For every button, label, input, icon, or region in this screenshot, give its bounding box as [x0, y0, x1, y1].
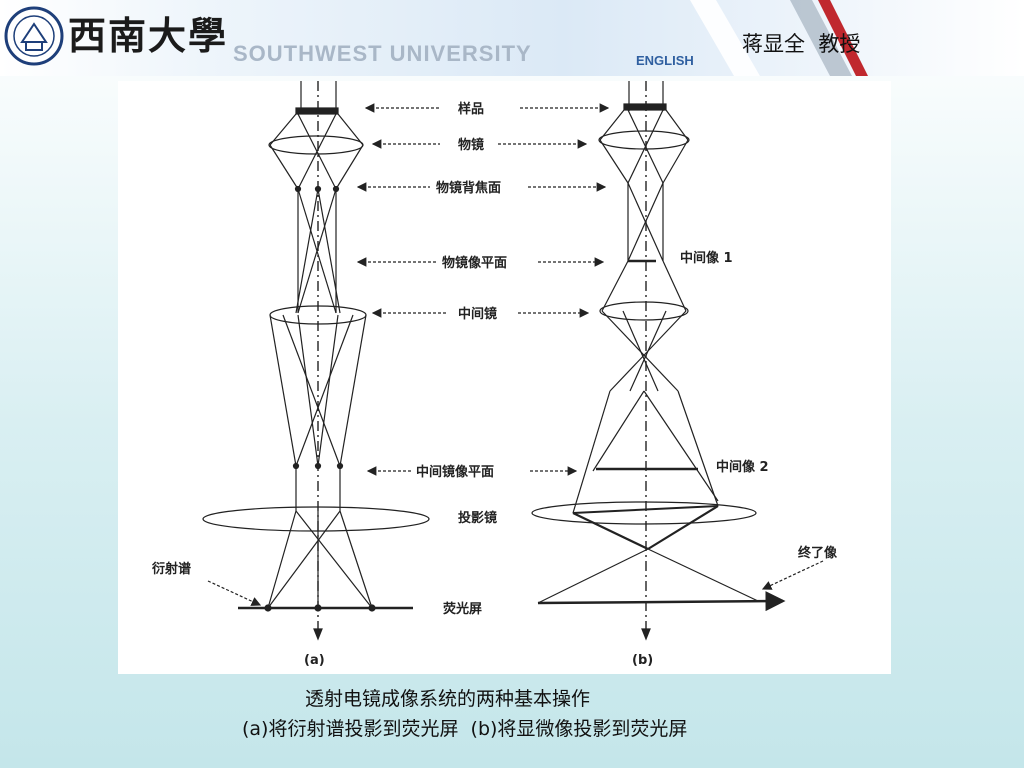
label-intermediate-lens: 中间镜 [458, 306, 497, 322]
caption-line-1: 透射电镜成像系统的两种基本操作 [305, 688, 591, 710]
university-seal-icon [4, 6, 64, 66]
label-arrows [207, 103, 824, 606]
label-intermediate-lens-image-plane: 中间镜像平面 [416, 464, 494, 480]
label-sample: 样品 [458, 101, 484, 117]
label-intermediate-image-1: 中间像 1 [680, 250, 733, 266]
label-objective-image-plane: 物镜像平面 [442, 255, 507, 271]
label-fluorescent-screen: 荧光屏 [443, 601, 482, 617]
header-banner: 西南大學 SOUTHWEST UNIVERSITY ENGLISH 蒋显全 教授 [0, 0, 1024, 76]
english-link[interactable]: ENGLISH [636, 53, 694, 68]
label-projector-lens: 投影镜 [458, 510, 497, 526]
university-name-en: SOUTHWEST UNIVERSITY [233, 41, 532, 66]
label-final-image: 终了像 [798, 545, 838, 561]
university-name-cn: 西南大學 [68, 13, 229, 58]
panel-a-rays [202, 81, 430, 641]
label-intermediate-image-2: 中间像 2 [716, 459, 769, 475]
header-decoration [690, 0, 868, 76]
panel-b-rays [531, 81, 786, 641]
diagram-labels: 样品 物镜 物镜背焦面 物镜像平面 中间像 1 中间镜 中间镜像平面 中间像 2… [151, 101, 838, 668]
label-objective-back-focal-plane: 物镜背焦面 [436, 180, 501, 196]
tem-ray-diagram: 样品 物镜 物镜背焦面 物镜像平面 中间像 1 中间镜 中间镜像平面 中间像 2… [151, 81, 838, 668]
author-name: 蒋显全 教授 [742, 32, 861, 56]
label-panel-b: (b) [632, 653, 653, 668]
label-diffraction-pattern: 衍射谱 [151, 561, 191, 577]
caption-line-2: (a)将衍射谱投影到荧光屏 (b)将显微像投影到荧光屏 [242, 718, 688, 740]
label-panel-a: (a) [304, 653, 325, 668]
tem-diagram-panel: 样品 物镜 物镜背焦面 物镜像平面 中间像 1 中间镜 中间镜像平面 中间像 2… [118, 81, 891, 674]
label-objective-lens: 物镜 [458, 137, 484, 153]
